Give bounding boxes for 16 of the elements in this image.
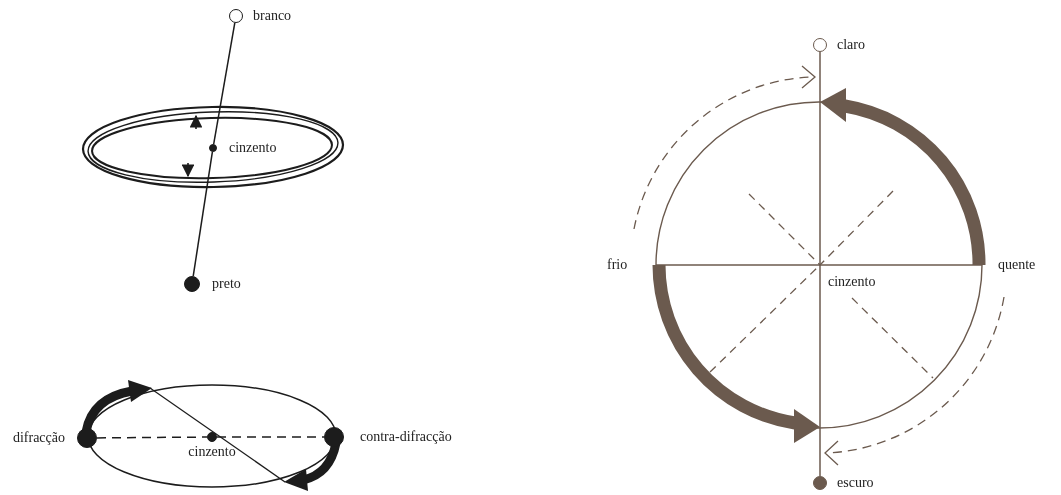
point-label: branco [253, 8, 292, 24]
dashed-line [216, 436, 325, 438]
point-label: difracção [12, 430, 65, 446]
point-label: preto [212, 276, 241, 292]
axis-label: cinzento [828, 274, 876, 290]
connector-line [192, 151, 214, 277]
point-label: cinzento [229, 140, 277, 156]
axis-label: quente [998, 257, 1036, 273]
dashed-line [96, 436, 208, 439]
point-label: claro [837, 37, 865, 53]
point-label: contra-difracção [360, 429, 452, 445]
point-label: cinzento [188, 444, 236, 460]
axis-label: frio [607, 257, 628, 273]
connector-line [212, 22, 236, 145]
connector-line [819, 51, 821, 477]
point-label: escuro [837, 475, 874, 491]
